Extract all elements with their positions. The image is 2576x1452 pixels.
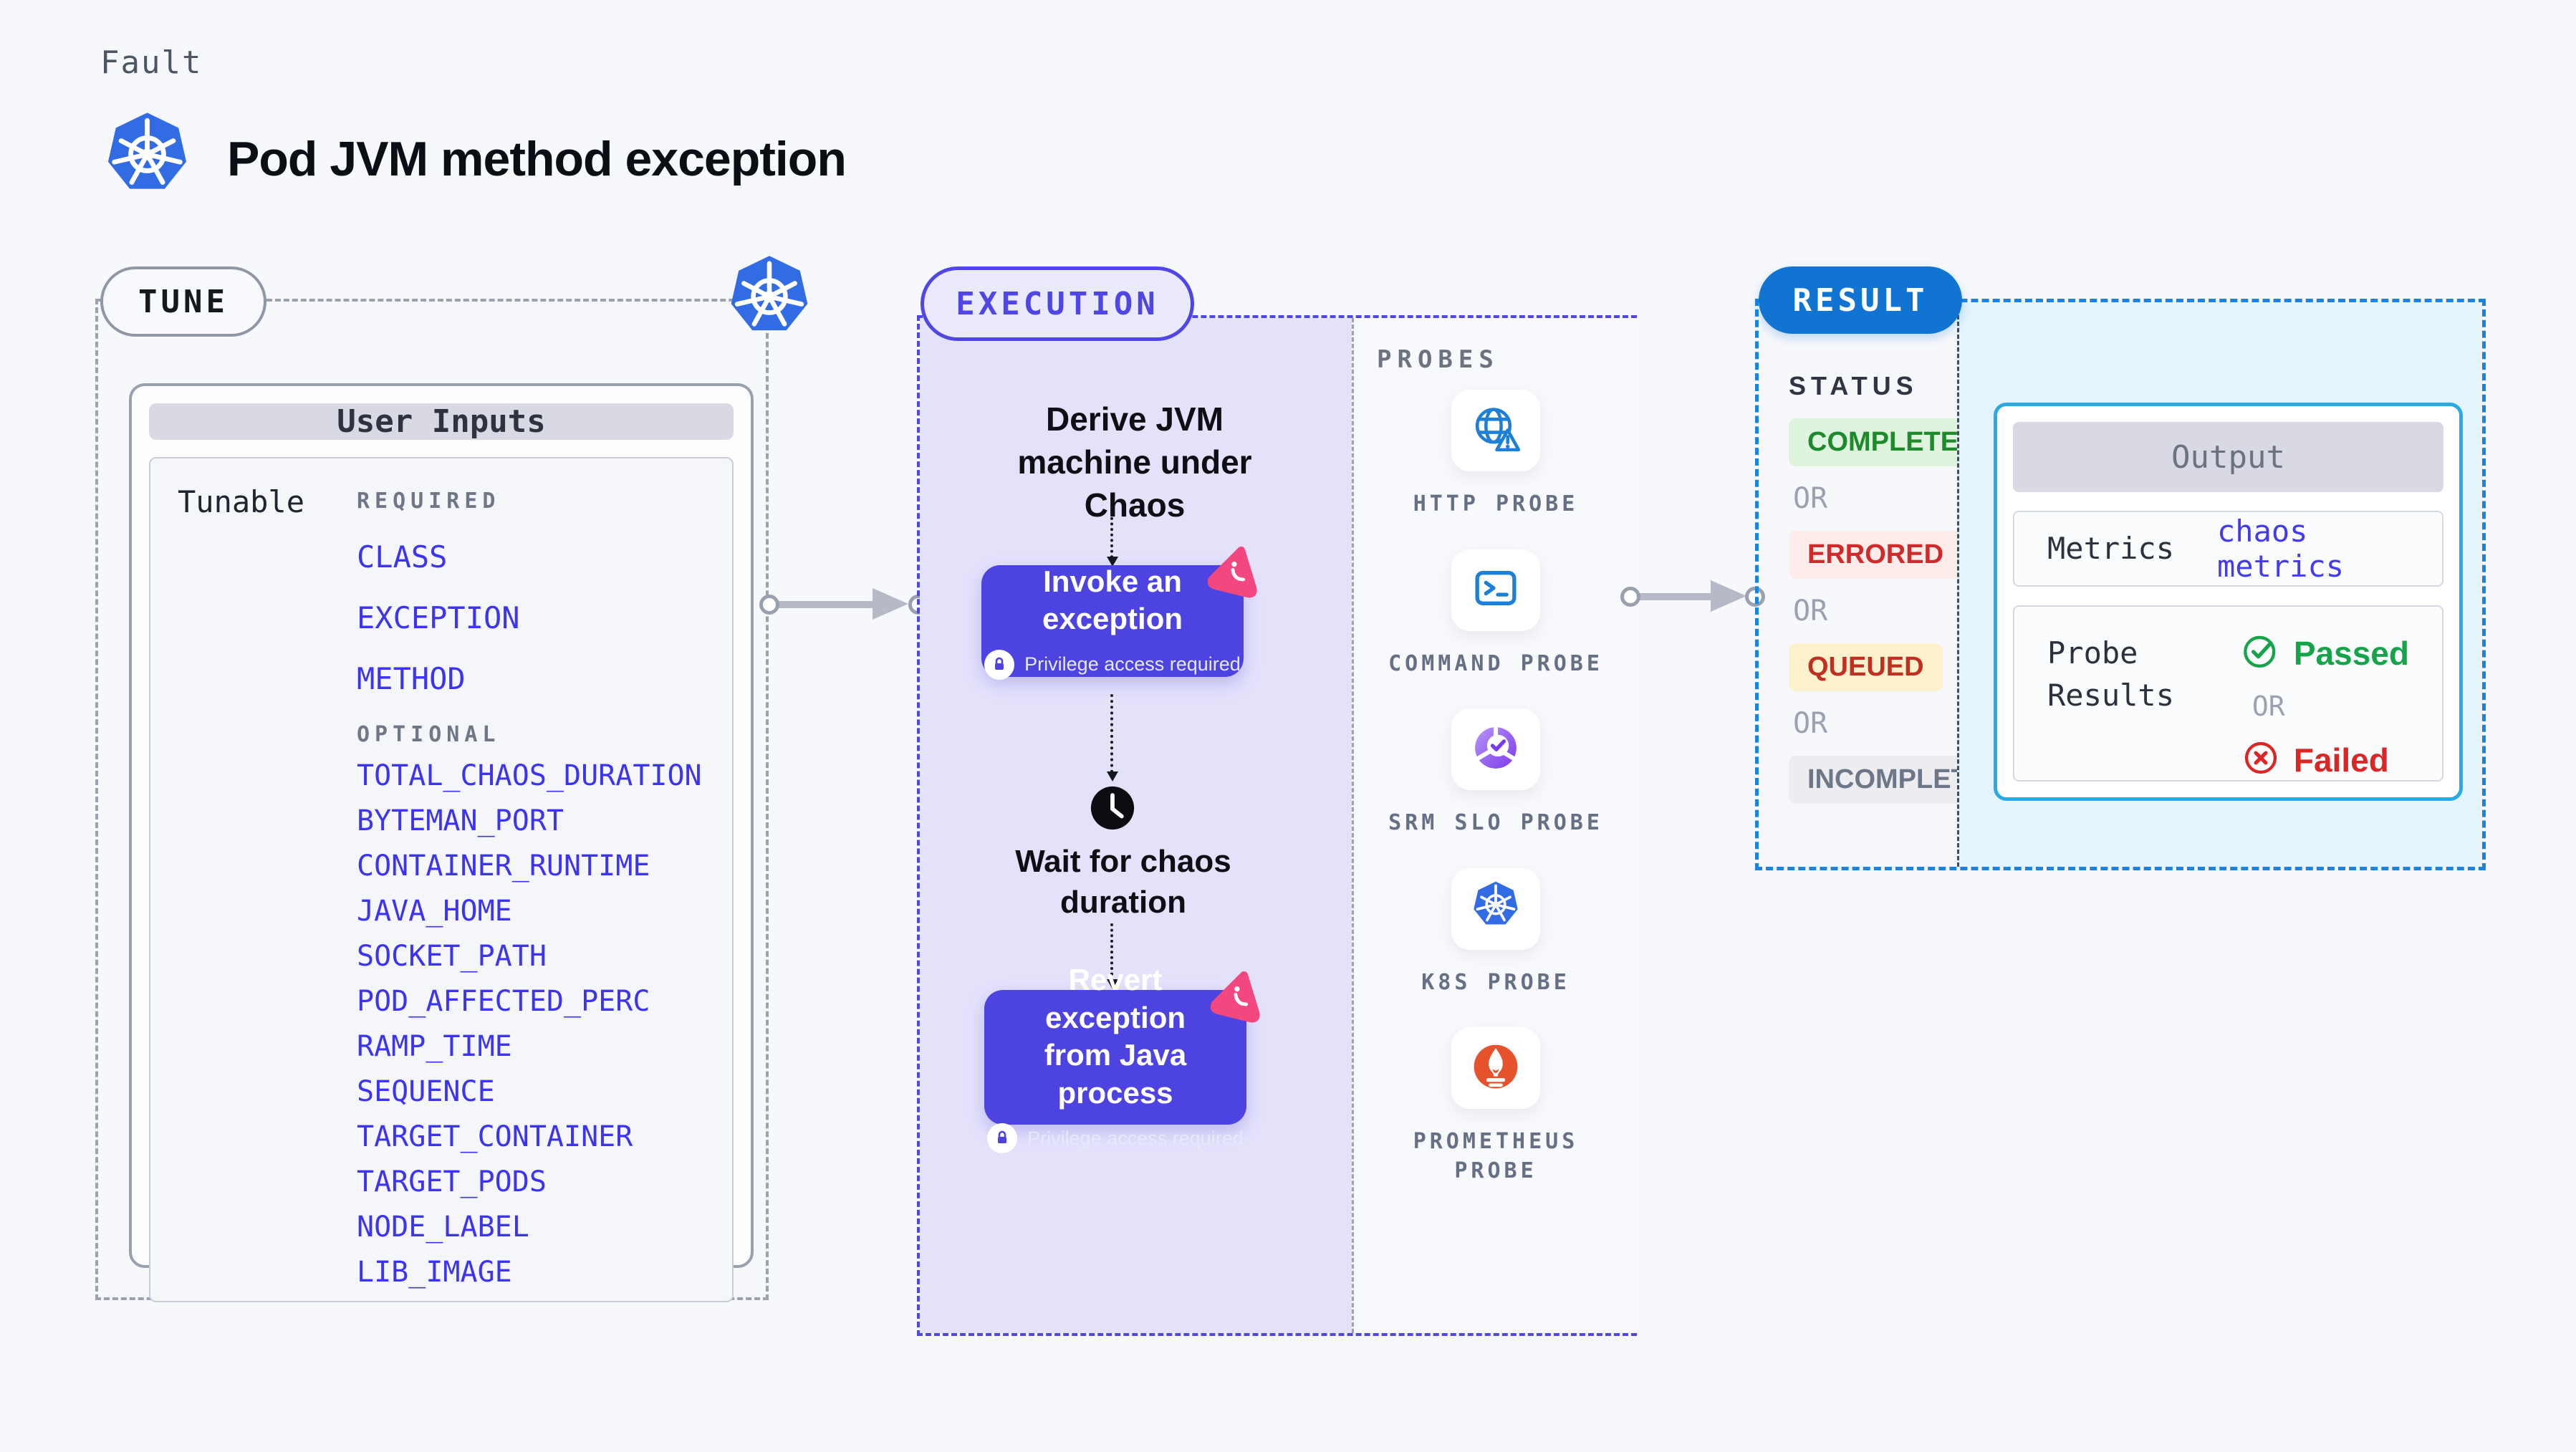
title-row: Pod JVM method exception (99, 109, 847, 209)
output-card: Output Metrics chaos metrics Probe Resul… (1994, 403, 2463, 801)
tunable-link[interactable]: CLASS (357, 539, 448, 574)
privilege-label: Privilege access required (1027, 1127, 1244, 1149)
srm-slo-probe-card (1451, 708, 1540, 790)
failed-row: Failed (2242, 739, 2409, 780)
check-circle-icon (2242, 633, 2279, 673)
kubernetes-icon (99, 109, 196, 209)
execution-flow-area: Derive JVM machine under Chaos Invoke an… (920, 318, 1352, 1333)
execution-to-result-arrow (1620, 580, 1765, 612)
tunable-link[interactable]: RAMP_TIME (357, 1030, 512, 1063)
tunable-link[interactable]: CONTAINER_RUNTIME (357, 850, 650, 883)
or-label: OR (1793, 707, 1828, 740)
flow-connector (1107, 923, 1118, 989)
user-inputs-panel: User Inputs Tunable REQUIRED CLASS EXCEPT… (129, 383, 754, 1302)
probe-item-command: COMMAND PROBE (1388, 549, 1603, 679)
privilege-label: Privilege access required (1024, 653, 1241, 675)
revert-exception-node[interactable]: Revert exception from Java process Privi… (984, 963, 1260, 1153)
probe-name: SRM SLO PROBE (1388, 810, 1603, 835)
derive-step-label: Derive JVM machine under Chaos (1017, 400, 1252, 524)
k8s-probe-card (1451, 867, 1540, 950)
kubernetes-icon (722, 252, 817, 347)
invoke-exception-label: Invoke an exception (1042, 564, 1183, 636)
status-column: STATUS COMPLETED OR ERRORED OR QUEUED OR… (1759, 302, 2024, 867)
probe-results-row: Probe Results Passed OR (2013, 605, 2443, 782)
litmus-chaos-icon (1207, 541, 1265, 598)
or-label: OR (1793, 482, 1828, 515)
probe-name: COMMAND PROBE (1388, 650, 1603, 676)
probe-name: K8S PROBE (1421, 969, 1570, 995)
tunable-link[interactable]: TOTAL_CHAOS_DURATION (357, 759, 702, 792)
fault-kicker: Fault (100, 44, 203, 81)
probes-column: PROBES (1352, 318, 1638, 1333)
prometheus-icon (1469, 1039, 1523, 1097)
clock-icon (1090, 785, 1135, 835)
result-section-box: STATUS COMPLETED OR ERRORED OR QUEUED OR… (1755, 299, 2486, 870)
probe-name: PROMETHEUS PROBE (1413, 1129, 1579, 1183)
probes-label: PROBES (1377, 345, 1499, 374)
output-area: Output Metrics chaos metrics Probe Resul… (1957, 302, 2482, 867)
tune-to-execution-arrow (759, 588, 928, 620)
tunable-link[interactable]: TARGET_CONTAINER (357, 1120, 633, 1153)
passed-label: Passed (2293, 634, 2409, 672)
probe-name: HTTP PROBE (1413, 491, 1579, 516)
prometheus-probe-card (1451, 1027, 1540, 1109)
tunable-row-label: Tunable (178, 484, 305, 519)
slo-donut-icon (1469, 721, 1523, 779)
revert-exception-label: Revert exception from Java process (1044, 963, 1187, 1110)
required-tunables-list: CLASS EXCEPTION METHOD (357, 539, 732, 696)
tunable-link[interactable]: TARGET_PODS (357, 1165, 547, 1198)
tunable-link[interactable]: BYTEMAN_PORT (357, 804, 564, 837)
tunable-link[interactable]: LIB_IMAGE (357, 1256, 512, 1289)
probe-item-srm-slo: SRM SLO PROBE (1388, 708, 1603, 838)
probe-item-k8s: K8S PROBE (1388, 867, 1603, 998)
tunable-link[interactable]: SEQUENCE (357, 1075, 495, 1108)
privilege-row: Privilege access required (987, 1123, 1244, 1153)
lock-icon (987, 1123, 1018, 1153)
status-label: STATUS (1789, 371, 1918, 400)
status-badge-errored: ERRORED (1789, 531, 1963, 579)
flow-connector (1107, 694, 1118, 782)
wait-step-label: Wait for chaos duration (1015, 844, 1231, 920)
optional-group-label: OPTIONAL (357, 722, 501, 747)
tunables-table: Tunable REQUIRED CLASS EXCEPTION METHOD OP… (149, 457, 734, 1302)
required-group-label: REQUIRED (357, 489, 501, 514)
tunable-link[interactable]: POD_AFFECTED_PERC (357, 985, 650, 1018)
result-badge: RESULT (1759, 266, 1962, 334)
tunable-link[interactable]: EXCEPTION (357, 600, 520, 635)
tunable-link[interactable]: NODE_LABEL (357, 1211, 529, 1244)
status-badge-queued: QUEUED (1789, 643, 1943, 691)
tunable-link[interactable]: JAVA_HOME (357, 895, 512, 928)
optional-tunables-list: TOTAL_CHAOS_DURATION BYTEMAN_PORT CONTAINE… (357, 759, 732, 1289)
globe-alert-icon (1469, 402, 1523, 460)
http-probe-card (1451, 390, 1540, 471)
kubernetes-icon (1467, 878, 1524, 939)
tunable-link[interactable]: METHOD (357, 661, 466, 696)
failed-label: Failed (2293, 741, 2389, 779)
output-header: Output (2013, 422, 2443, 493)
lock-icon (984, 649, 1015, 680)
probe-results-label: Probe Results (2047, 635, 2175, 713)
user-inputs-header: User Inputs (149, 403, 734, 440)
x-circle-icon (2242, 739, 2279, 780)
flow-connector (1107, 501, 1118, 567)
or-label: OR (1793, 595, 1828, 628)
probe-item-http: HTTP PROBE (1388, 390, 1603, 519)
tunable-link[interactable]: SOCKET_PATH (357, 940, 547, 973)
page-title: Pod JVM method exception (227, 132, 847, 186)
terminal-icon (1469, 561, 1523, 619)
command-probe-card (1451, 549, 1540, 631)
execution-badge: EXECUTION (921, 266, 1194, 341)
invoke-exception-node[interactable]: Invoke an exception Privilege access req… (981, 547, 1257, 680)
passed-row: Passed (2242, 633, 2409, 673)
metrics-label: Metrics (2047, 530, 2175, 566)
metrics-value-link[interactable]: chaos metrics (2217, 514, 2345, 585)
tune-badge: TUNE (100, 266, 266, 337)
probe-item-prometheus: PROMETHEUS PROBE (1388, 1027, 1603, 1186)
metrics-row: Metrics chaos metrics (2013, 511, 2443, 587)
litmus-chaos-icon (1210, 966, 1268, 1023)
execution-section-box: Derive JVM machine under Chaos Invoke an… (917, 315, 1638, 1336)
or-label: OR (2251, 691, 2285, 722)
privilege-row: Privilege access required (984, 649, 1241, 680)
